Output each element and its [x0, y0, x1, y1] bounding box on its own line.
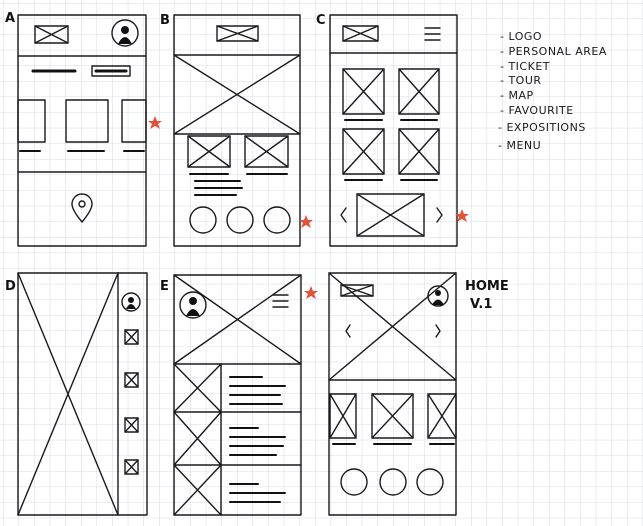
svg-text:- LOGO: - LOGO [500, 30, 542, 43]
wireframe-d: D [5, 272, 148, 516]
map-pin-icon [71, 193, 93, 223]
wireframe-b: B [160, 13, 313, 247]
avatar-icon [111, 19, 139, 47]
svg-text:- PERSONAL AREA: - PERSONAL AREA [500, 45, 607, 58]
wireframe-home: HOME V.1 [328, 272, 509, 516]
avatar-icon [179, 291, 207, 319]
frame-label-c: C [316, 13, 326, 28]
home-title: HOME [465, 279, 509, 294]
frame-label-a: A [5, 11, 15, 26]
legend-list: - LOGO - PERSONAL AREA - TICKET - TOUR -… [498, 30, 607, 152]
home-version: V.1 [470, 297, 492, 312]
chevron-left-icon [340, 207, 347, 223]
svg-text:- MAP: - MAP [500, 89, 534, 102]
star-icon [455, 209, 469, 222]
svg-text:- EXPOSITIONS: - EXPOSITIONS [498, 121, 586, 134]
star-icon [148, 116, 162, 129]
chevron-right-icon [435, 324, 441, 338]
svg-text:- TOUR: - TOUR [500, 74, 542, 87]
chevron-right-icon [436, 207, 443, 223]
wireframe-c: C [316, 13, 469, 247]
svg-text:- FAVOURITE: - FAVOURITE [500, 104, 574, 117]
frame-label-e: E [160, 279, 169, 294]
hamburger-menu-icon [424, 27, 441, 41]
svg-text:- TICKET: - TICKET [500, 60, 550, 73]
wireframe-a: A [5, 11, 162, 247]
star-icon [304, 286, 318, 299]
wireframe-e: E [160, 274, 318, 516]
svg-text:- MENU: - MENU [498, 139, 541, 152]
chevron-left-icon [345, 324, 351, 338]
avatar-icon [427, 285, 449, 307]
hamburger-menu-icon [272, 294, 289, 308]
avatar-icon [121, 292, 141, 312]
frame-label-d: D [5, 279, 16, 294]
star-icon [299, 215, 313, 228]
logo-placeholder [34, 25, 69, 44]
frame-label-b: B [160, 13, 170, 28]
